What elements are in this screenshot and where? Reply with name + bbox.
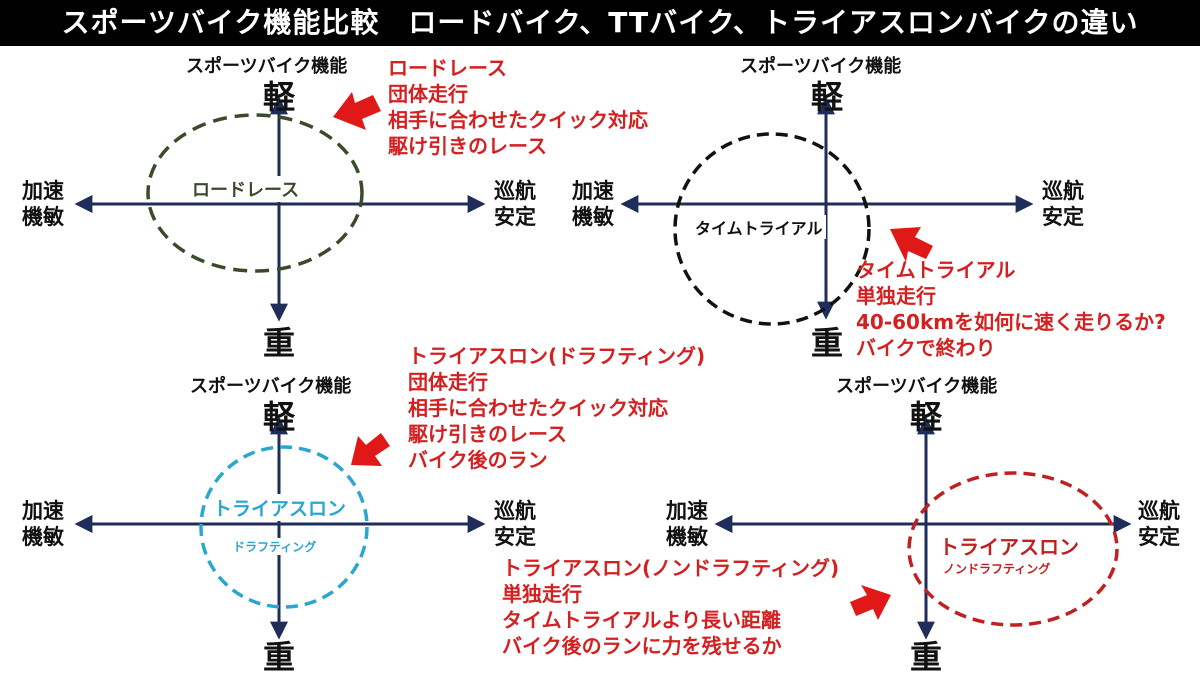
- cruise-label: 巡航安定: [494, 499, 536, 549]
- nondraft-callout-arrow: [850, 585, 891, 620]
- light-label: 軽: [263, 398, 296, 436]
- tt-ellipse-label: タイムトライアル: [692, 215, 826, 239]
- function-label: スポーツバイク機能: [186, 56, 348, 77]
- accel-label: 加速機敏: [572, 179, 614, 229]
- light-label: 軽: [263, 78, 296, 116]
- draft-notes: トライアスロン(ドラフティング) 団体走行 相手に合わせたクイック対応 駆け引き…: [408, 344, 706, 472]
- road-race-ellipse: [146, 113, 364, 273]
- heavy-label: 重: [263, 638, 296, 676]
- nondraft-notes: トライアスロン(ノンドラフティング) 単独走行 タイムトライアルより長い距離 バ…: [502, 556, 840, 658]
- cruise-label: 巡航安定: [1042, 179, 1084, 229]
- tt-callout-arrow: [890, 227, 933, 262]
- draft-callout-arrow: [351, 433, 390, 466]
- nondraft-ellipse-label: トライアスロン: [936, 531, 1082, 560]
- cruise-label: 巡航安定: [494, 179, 536, 229]
- accel-label: 加速機敏: [22, 179, 64, 229]
- accel-label: 加速機敏: [666, 499, 708, 549]
- page-title: スポーツバイク機能比較 ロードバイク、TTバイク、トライアスロンバイクの違い: [0, 0, 1200, 46]
- accel-label: 加速機敏: [22, 499, 64, 549]
- road-ellipse-label: ロードレース: [188, 176, 304, 202]
- function-label: スポーツバイク機能: [740, 56, 902, 77]
- draft-ellipse: [199, 445, 369, 609]
- nondraft-ellipse-sublabel: ノンドラフティング: [940, 560, 1054, 577]
- function-label: スポーツバイク機能: [190, 376, 352, 397]
- tt-notes: タイムトライアル 単独走行 40-60kmを如何に速く走りるか? バイクで終わり: [856, 258, 1166, 360]
- heavy-label: 重: [811, 324, 844, 362]
- draft-ellipse-label: トライアスロン: [210, 494, 350, 521]
- road-callout-arrow: [333, 92, 381, 130]
- draft-ellipse-sublabel: ドラフティング: [230, 538, 320, 555]
- nondraft-ellipse: [907, 471, 1119, 627]
- heavy-label: 重: [910, 638, 943, 676]
- tt-ellipse: [673, 132, 871, 326]
- light-label: 軽: [910, 398, 943, 436]
- light-label: 軽: [811, 78, 844, 116]
- road-notes: ロードレース 団体走行 相手に合わせたクイック対応 駆け引きのレース: [388, 56, 648, 158]
- function-label: スポーツバイク機能: [836, 376, 998, 397]
- heavy-label: 重: [263, 324, 296, 362]
- cruise-label: 巡航安定: [1138, 499, 1180, 549]
